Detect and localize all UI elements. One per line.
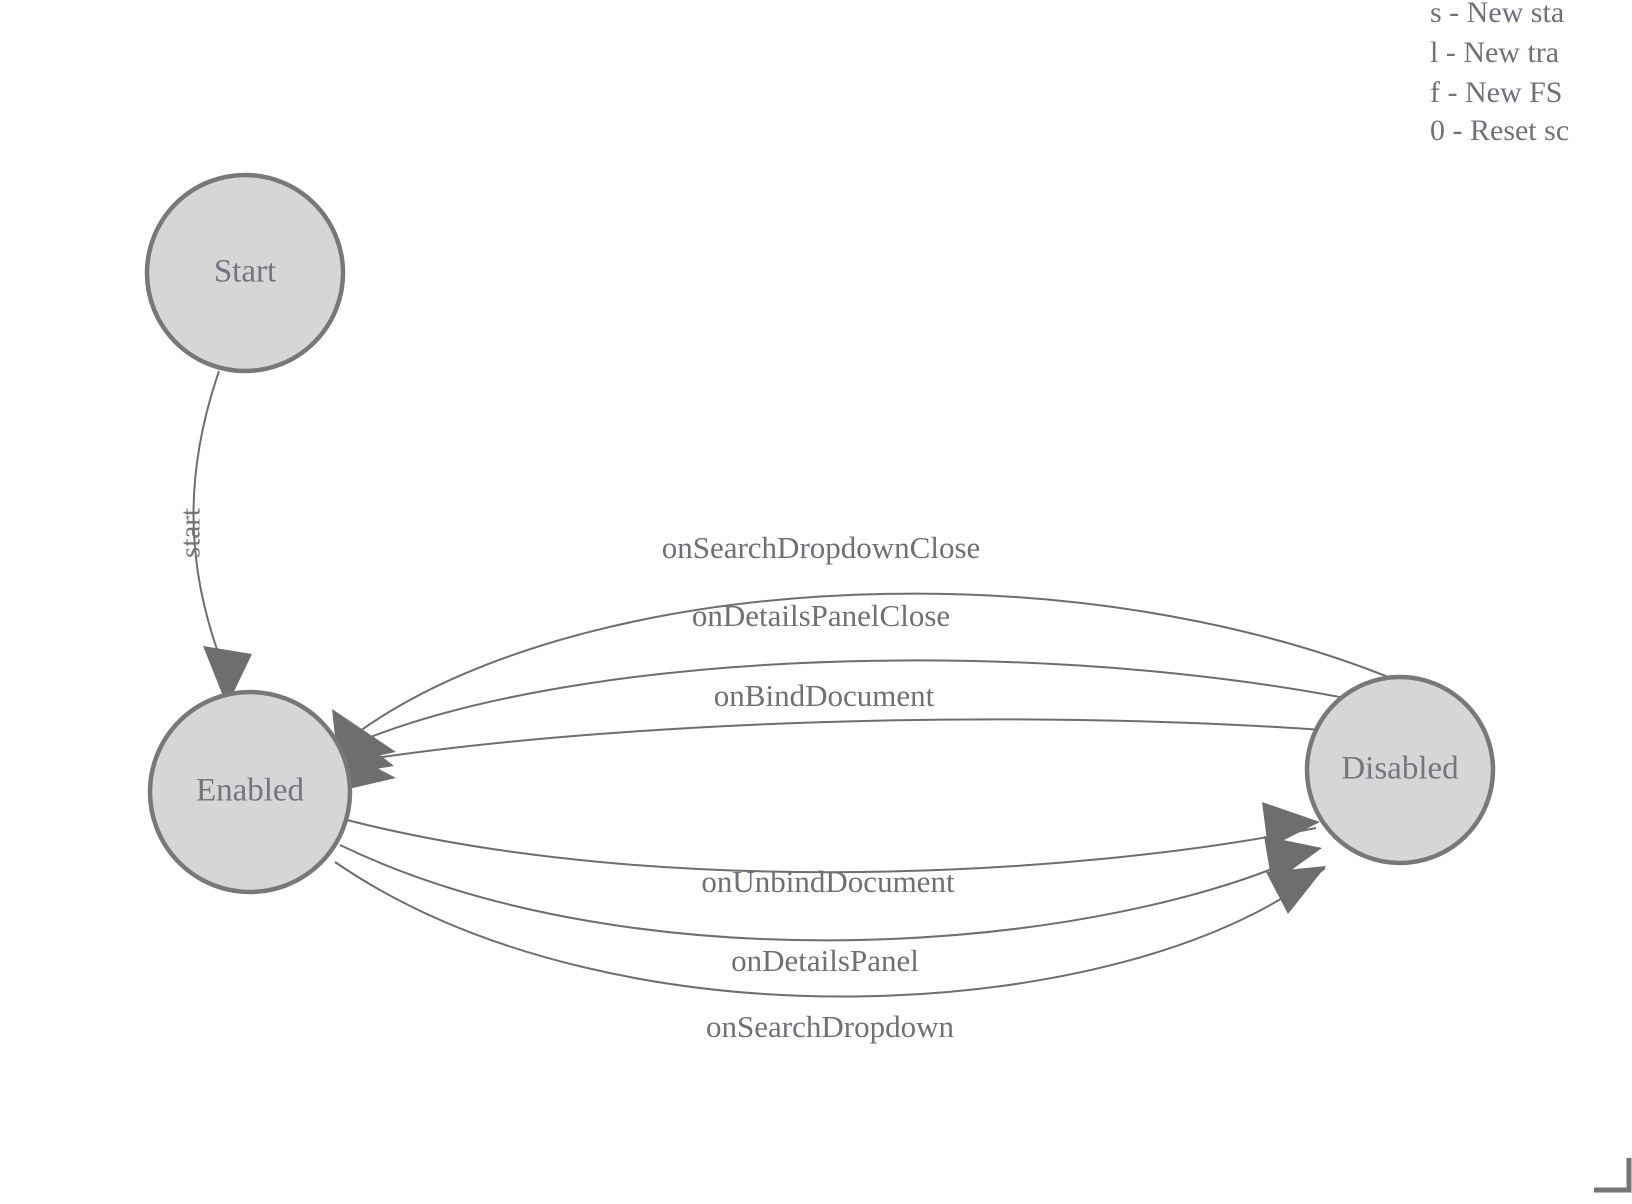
edge-disabled-to-enabled-bind-document[interactable] xyxy=(339,718,1456,790)
edge-path-t1[interactable] xyxy=(359,592,1481,732)
edge-start-to-enabled[interactable] xyxy=(192,370,253,706)
state-label-enabled: Enabled xyxy=(196,773,305,809)
edge-path-t5[interactable] xyxy=(339,844,1321,942)
state-circle-start[interactable] xyxy=(144,172,346,374)
state-circle-disabled[interactable] xyxy=(1304,674,1496,866)
state-label-start: Start xyxy=(214,254,276,290)
state-node-disabled[interactable]: Disabled xyxy=(1304,674,1496,866)
state-node-enabled[interactable]: Enabled xyxy=(147,689,353,895)
edge-label-on-search-dropdown: onSearchDropdown xyxy=(706,1009,954,1044)
edge-label-on-search-dropdown-close: onSearchDropdownClose xyxy=(662,530,981,565)
help-line-reset-scale: 0 - Reset sc xyxy=(1430,114,1569,147)
help-line-new-transition: l - New tra xyxy=(1430,36,1559,69)
help-overlay: s - New sta l - New tra f - New FS 0 - R… xyxy=(1430,0,1569,147)
state-node-start[interactable]: Start xyxy=(144,172,346,374)
edge-label-start: start xyxy=(175,508,207,558)
state-circle-enabled[interactable] xyxy=(147,689,353,895)
edge-path-start[interactable] xyxy=(192,370,220,656)
edge-path-t2[interactable] xyxy=(352,659,1466,745)
edge-path-t4[interactable] xyxy=(346,819,1317,874)
state-label-disabled: Disabled xyxy=(1341,751,1459,787)
edge-label-on-details-panel-close: onDetailsPanelClose xyxy=(692,598,950,633)
help-line-new-fsm: f - New FS xyxy=(1430,76,1563,109)
arrowhead-t3 xyxy=(339,748,396,790)
arrowhead-t6 xyxy=(1266,866,1326,914)
arrowhead-start-to-enabled xyxy=(203,646,252,706)
help-line-new-state: s - New sta xyxy=(1430,0,1564,29)
edge-label-on-unbind-document: onUnbindDocument xyxy=(701,864,955,899)
edge-enabled-to-disabled-unbind-document[interactable] xyxy=(346,802,1320,874)
edge-path-t3[interactable] xyxy=(348,718,1456,763)
edge-label-on-bind-document: onBindDocument xyxy=(714,678,935,713)
resize-corner-handle[interactable] xyxy=(1594,1158,1632,1193)
arrowhead-t4 xyxy=(1262,802,1320,848)
edge-path-t6[interactable] xyxy=(334,861,1326,998)
edge-enabled-to-disabled-search-dropdown[interactable] xyxy=(334,861,1326,998)
edge-label-on-details-panel: onDetailsPanel xyxy=(731,943,919,978)
